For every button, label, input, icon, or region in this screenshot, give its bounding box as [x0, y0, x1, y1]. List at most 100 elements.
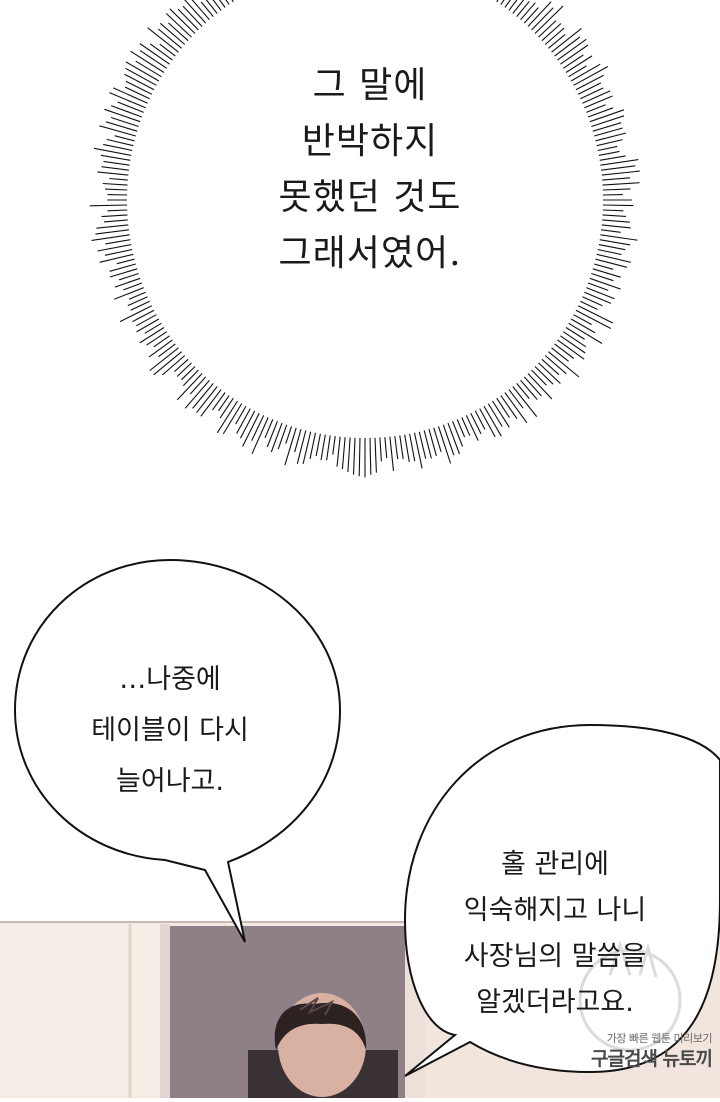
burst-spike [92, 235, 130, 241]
burst-spike [521, 3, 536, 20]
burst-spike [106, 122, 137, 131]
burst-spike [453, 421, 463, 446]
burst-spike [104, 109, 140, 121]
burst-spike [539, 21, 557, 37]
burst-spike [599, 151, 620, 155]
burst-spike [574, 315, 592, 325]
burst-spike [419, 432, 425, 459]
burst-spike [555, 344, 574, 359]
burst-spike [95, 230, 128, 234]
burst-spike [101, 155, 130, 160]
watermark-brand: 구글검색 뉴토끼 [540, 1044, 712, 1071]
burst-spike [98, 245, 132, 251]
burst-spike [115, 278, 140, 287]
burst-spike [576, 75, 604, 90]
burst-spike [594, 264, 613, 269]
burst-spike [528, 374, 552, 400]
burst-spike [237, 409, 251, 434]
burst-spike [201, 2, 213, 17]
burst-spike [310, 433, 316, 459]
burst-spike [405, 435, 410, 462]
burst-spike [524, 8, 538, 24]
burst-spike [342, 437, 345, 469]
burst-spike [359, 438, 360, 476]
burst-spike [96, 225, 128, 228]
burst-spike [584, 292, 611, 303]
burst-spike [103, 184, 128, 186]
burst-spike [132, 310, 154, 321]
burst-spike [119, 274, 138, 280]
burst-spike [177, 363, 191, 377]
burst-spike [475, 411, 485, 430]
burst-spike [532, 370, 547, 385]
burst-spike [410, 434, 415, 461]
burst-spike [131, 51, 165, 72]
burst-spike [599, 245, 626, 250]
burst-spike [105, 240, 130, 244]
burst-spike [126, 81, 152, 94]
burst-spike [593, 269, 621, 277]
burst-spike [509, 390, 523, 409]
burst-spike [584, 96, 612, 108]
burst-spike [159, 344, 176, 357]
burst-spike [471, 413, 481, 434]
burst-spike [542, 359, 559, 374]
burst-spike [448, 423, 460, 454]
burst-spike [603, 205, 633, 206]
burst-spike [337, 437, 340, 467]
burst-spike [348, 438, 350, 472]
burst-spike [602, 171, 640, 175]
burst-spike [129, 292, 146, 299]
burst-spike [603, 210, 624, 211]
burst-spike [125, 87, 150, 99]
burst-spike [590, 278, 621, 289]
narration-text: 그 말에 반박하지 못했던 것도 그래서였어. [220, 58, 520, 282]
burst-spike [267, 421, 277, 447]
burst-spike [327, 435, 331, 460]
burst-spike [117, 259, 135, 264]
burst-spike [170, 9, 195, 34]
burst-spike [295, 429, 301, 452]
burst-spike [316, 434, 320, 456]
burst-spike [285, 428, 296, 465]
burst-spike [102, 215, 128, 217]
burst-spike [182, 367, 196, 380]
burst-spike [588, 108, 613, 117]
burst-spike [602, 225, 631, 228]
burst-spike [552, 348, 569, 362]
burst-spike [174, 359, 188, 371]
burst-spike [220, 398, 233, 418]
burst-spike [569, 66, 587, 77]
burst-spike [101, 167, 128, 171]
burst-spike [542, 24, 561, 41]
burst-spike [333, 436, 335, 454]
burst-spike [590, 110, 624, 122]
watermark: 가장 빠른 웹툰 미리보기 구글검색 뉴토끼 [540, 1030, 712, 1092]
burst-spike [236, 406, 246, 424]
burst-spike [213, 393, 226, 410]
burst-spike [517, 383, 530, 398]
burst-spike [147, 332, 167, 345]
burst-spike [286, 426, 292, 443]
burst-spike [535, 367, 553, 385]
burst-spike [140, 328, 164, 343]
burst-spike [545, 28, 564, 44]
burst-spike [145, 323, 162, 333]
burst-spike [150, 348, 179, 371]
right-bubble-text: 홀 관리에 익숙해지고 나니 사장님의 말씀을 알겠더라고요. [430, 842, 680, 1026]
burst-spike [603, 189, 631, 190]
burst-spike [548, 35, 565, 49]
burst-spike [497, 398, 510, 417]
burst-spike [505, 393, 527, 423]
burst-spike [105, 189, 127, 190]
burst-spike [154, 336, 170, 347]
burst-spike [600, 160, 638, 166]
burst-spike [517, 1, 530, 16]
burst-spike [569, 323, 602, 343]
burst-spike [154, 352, 182, 375]
burst-spike [439, 426, 451, 463]
burst-spike [114, 288, 144, 300]
burst-spike [578, 83, 601, 94]
burst-spike [603, 215, 626, 217]
burst-spike [108, 210, 128, 211]
